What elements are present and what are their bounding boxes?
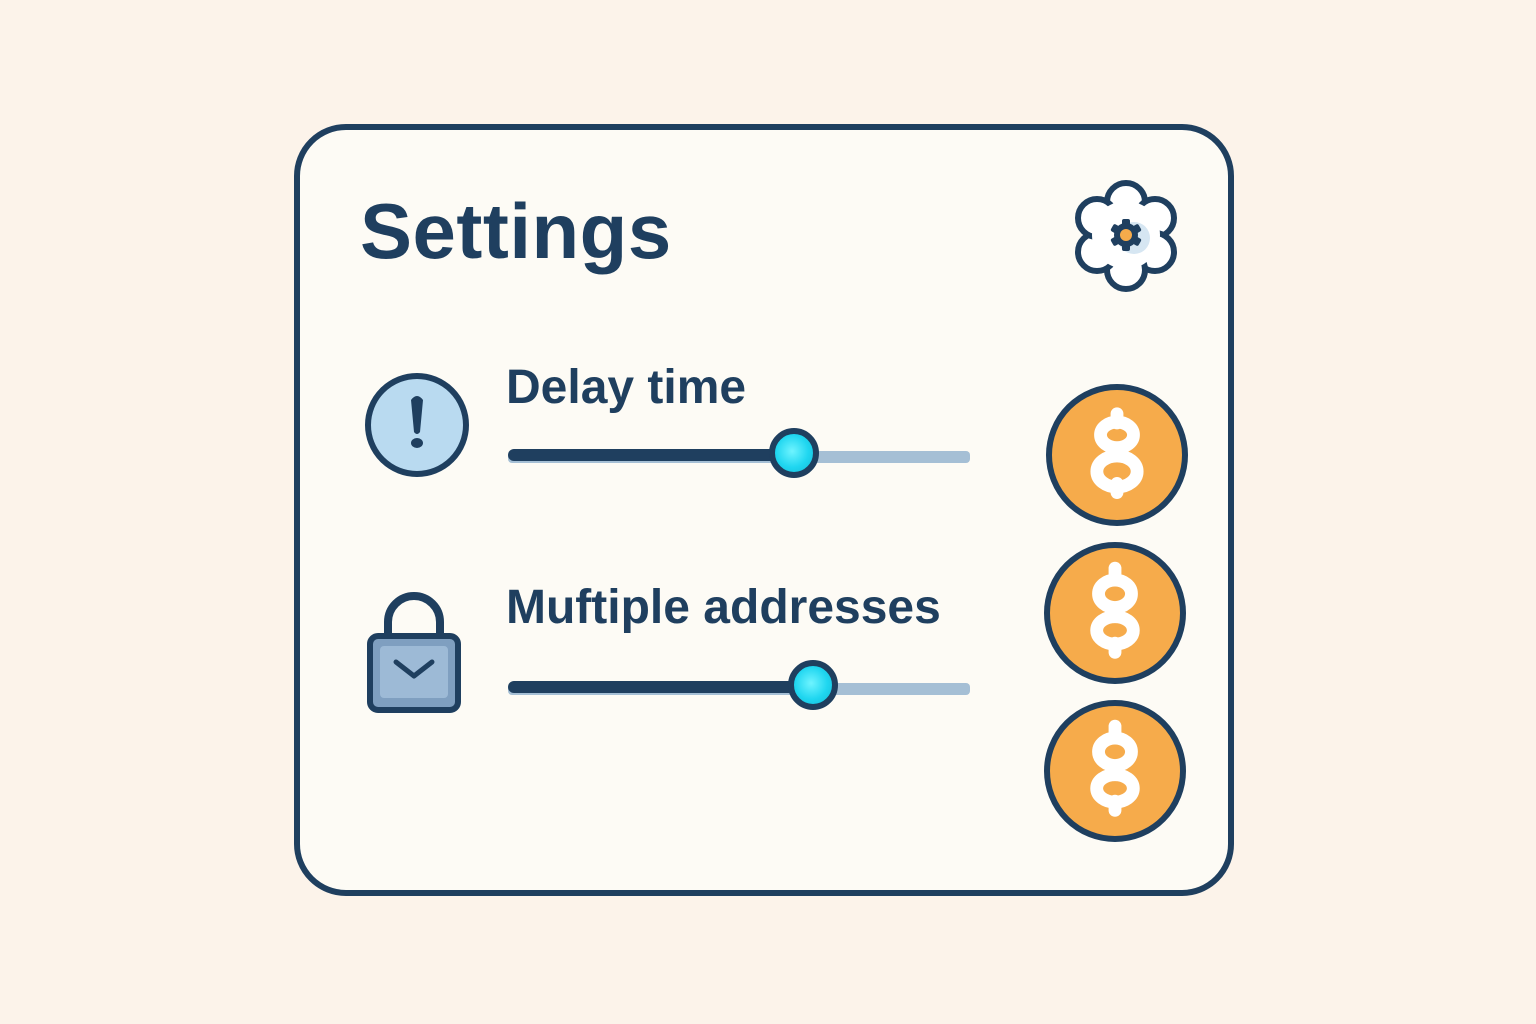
settings-gear-button[interactable] <box>1068 178 1184 294</box>
gear-icon <box>1075 180 1177 292</box>
dollar-coin-icon <box>1090 407 1144 499</box>
dollar-coin-icon <box>1090 561 1140 659</box>
dollar-coin-icon <box>1090 719 1140 817</box>
padlock-icon <box>364 586 464 716</box>
slider-fill <box>508 681 813 693</box>
page-title: Settings <box>360 187 672 275</box>
settings-panel: Settings <box>294 124 1234 896</box>
slider-thumb[interactable] <box>769 428 820 478</box>
slider-fill <box>508 449 795 461</box>
coin-button-1[interactable] <box>1046 384 1188 526</box>
slider-thumb[interactable] <box>787 660 838 710</box>
exclamation-circle-icon <box>362 370 472 480</box>
coin-button-3[interactable] <box>1044 700 1186 842</box>
multiple-addresses-slider[interactable] <box>508 658 970 718</box>
delay-time-label: Delay time <box>506 361 747 414</box>
multiple-addresses-label: Muftiple addresses <box>506 581 941 634</box>
coin-button-2[interactable] <box>1044 542 1186 684</box>
delay-time-slider[interactable] <box>508 426 970 486</box>
